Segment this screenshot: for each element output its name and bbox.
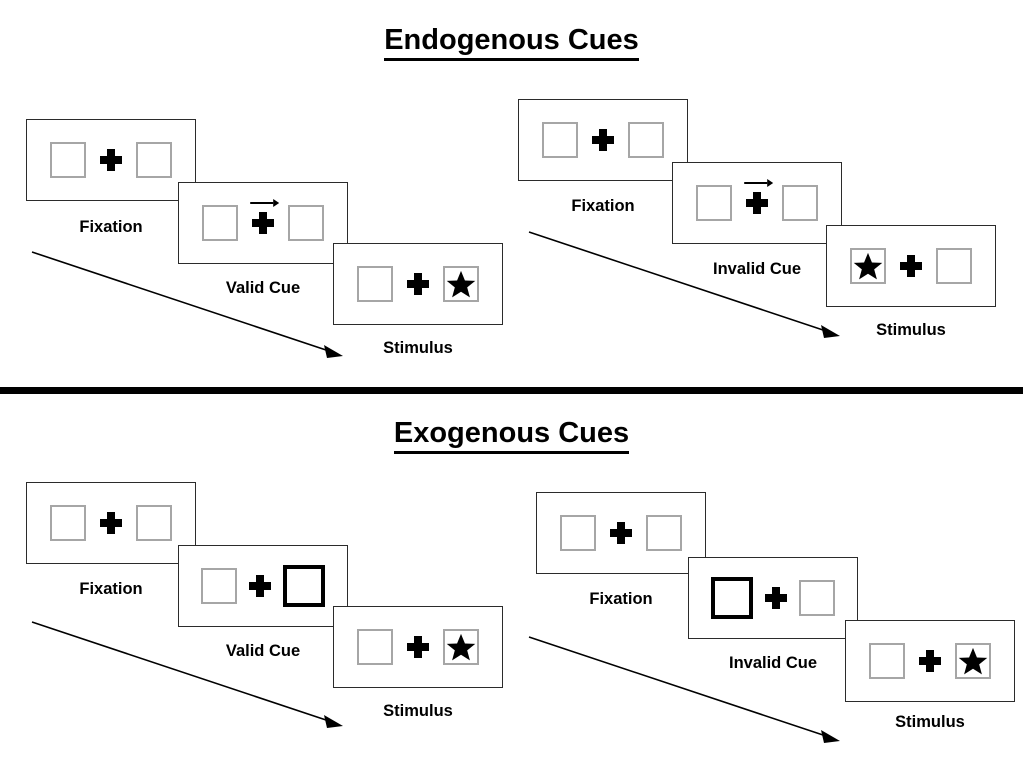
panel-content bbox=[201, 565, 325, 607]
star-icon bbox=[446, 633, 476, 661]
panel-endogenous-invalid-fixation bbox=[518, 99, 688, 181]
placeholder-box-right bbox=[799, 580, 835, 616]
fixation-cross-icon bbox=[592, 129, 614, 151]
caption-exogenous-valid-fixation: Fixation bbox=[79, 580, 143, 598]
panel-exogenous-valid-cue bbox=[178, 545, 348, 627]
placeholder-box-left bbox=[50, 505, 86, 541]
placeholder-box-left bbox=[869, 643, 905, 679]
star-icon bbox=[446, 270, 476, 298]
section-title-exogenous-text: Exogenous Cues bbox=[393, 419, 630, 454]
placeholder-box-right bbox=[646, 515, 682, 551]
caption-exogenous-valid-cue: Valid Cue bbox=[225, 642, 301, 660]
time-flow-arrow-icon bbox=[528, 636, 840, 743]
caption-endogenous-invalid-fixation: Fixation bbox=[571, 197, 635, 215]
placeholder-box-right bbox=[288, 205, 324, 241]
fixation-cross-icon bbox=[610, 522, 632, 544]
caption-exogenous-invalid-fixation: Fixation bbox=[589, 590, 653, 608]
section-divider bbox=[0, 387, 1023, 394]
placeholder-box-right-target bbox=[955, 643, 991, 679]
placeholder-box-left bbox=[542, 122, 578, 158]
placeholder-box-left bbox=[357, 266, 393, 302]
caption-endogenous-valid-cue: Valid Cue bbox=[225, 279, 301, 297]
section-title-endogenous-text: Endogenous Cues bbox=[384, 26, 639, 61]
placeholder-box-left bbox=[357, 629, 393, 665]
caption-endogenous-valid-stimulus: Stimulus bbox=[383, 339, 453, 357]
caption-endogenous-invalid-stimulus: Stimulus bbox=[876, 321, 946, 339]
placeholder-box-right bbox=[936, 248, 972, 284]
time-flow-arrow-icon bbox=[31, 251, 343, 358]
fixation-cross-icon bbox=[919, 650, 941, 672]
fixation-cross-icon bbox=[407, 636, 429, 658]
panel-content bbox=[696, 179, 818, 221]
section-title-exogenous: Exogenous Cues bbox=[0, 419, 1023, 454]
placeholder-box-left bbox=[696, 185, 732, 221]
placeholder-box-left bbox=[560, 515, 596, 551]
panel-content bbox=[50, 505, 172, 541]
panel-content bbox=[560, 515, 682, 551]
placeholder-box-left-target bbox=[850, 248, 886, 284]
panel-exogenous-invalid-cue bbox=[688, 557, 858, 639]
placeholder-box-right bbox=[782, 185, 818, 221]
placeholder-box-right-target bbox=[443, 266, 479, 302]
panel-content bbox=[869, 643, 991, 679]
panel-endogenous-valid-fixation bbox=[26, 119, 196, 201]
panel-endogenous-valid-cue bbox=[178, 182, 348, 264]
placeholder-box-left bbox=[202, 205, 238, 241]
fixation-cross-icon bbox=[765, 587, 787, 609]
time-flow-arrow-icon bbox=[31, 621, 343, 728]
placeholder-box-left bbox=[50, 142, 86, 178]
caption-exogenous-invalid-stimulus: Stimulus bbox=[895, 713, 965, 731]
fixation-cross-icon bbox=[250, 199, 280, 234]
fixation-cross-icon bbox=[744, 179, 774, 214]
arrow-right-icon bbox=[250, 199, 280, 207]
placeholder-box-right-cued bbox=[283, 565, 325, 607]
placeholder-box-left-cued bbox=[711, 577, 753, 619]
panel-exogenous-invalid-fixation bbox=[536, 492, 706, 574]
panel-endogenous-valid-stimulus bbox=[333, 243, 503, 325]
placeholder-box-right bbox=[628, 122, 664, 158]
placeholder-box-right bbox=[136, 505, 172, 541]
placeholder-box-right-target bbox=[443, 629, 479, 665]
panel-exogenous-valid-fixation bbox=[26, 482, 196, 564]
caption-endogenous-invalid-cue: Invalid Cue bbox=[712, 260, 802, 278]
caption-exogenous-valid-stimulus: Stimulus bbox=[383, 702, 453, 720]
fixation-cross-icon bbox=[407, 273, 429, 295]
panel-endogenous-invalid-stimulus bbox=[826, 225, 996, 307]
placeholder-box-left bbox=[201, 568, 237, 604]
arrow-right-icon bbox=[744, 179, 774, 187]
panel-exogenous-invalid-stimulus bbox=[845, 620, 1015, 702]
panel-exogenous-valid-stimulus bbox=[333, 606, 503, 688]
panel-content bbox=[50, 142, 172, 178]
panel-content bbox=[850, 248, 972, 284]
section-title-endogenous: Endogenous Cues bbox=[0, 26, 1023, 61]
fixation-cross-icon bbox=[900, 255, 922, 277]
caption-exogenous-invalid-cue: Invalid Cue bbox=[728, 654, 818, 672]
panel-content bbox=[711, 577, 835, 619]
caption-endogenous-valid-fixation: Fixation bbox=[79, 218, 143, 236]
panel-content bbox=[357, 629, 479, 665]
placeholder-box-right bbox=[136, 142, 172, 178]
panel-content bbox=[357, 266, 479, 302]
panel-endogenous-invalid-cue bbox=[672, 162, 842, 244]
time-flow-arrow-icon bbox=[528, 231, 840, 338]
panel-content bbox=[542, 122, 664, 158]
panel-content bbox=[202, 199, 324, 241]
fixation-cross-icon bbox=[100, 149, 122, 171]
star-icon bbox=[853, 252, 883, 280]
star-icon bbox=[958, 647, 988, 675]
fixation-cross-icon bbox=[100, 512, 122, 534]
fixation-cross-icon bbox=[249, 575, 271, 597]
